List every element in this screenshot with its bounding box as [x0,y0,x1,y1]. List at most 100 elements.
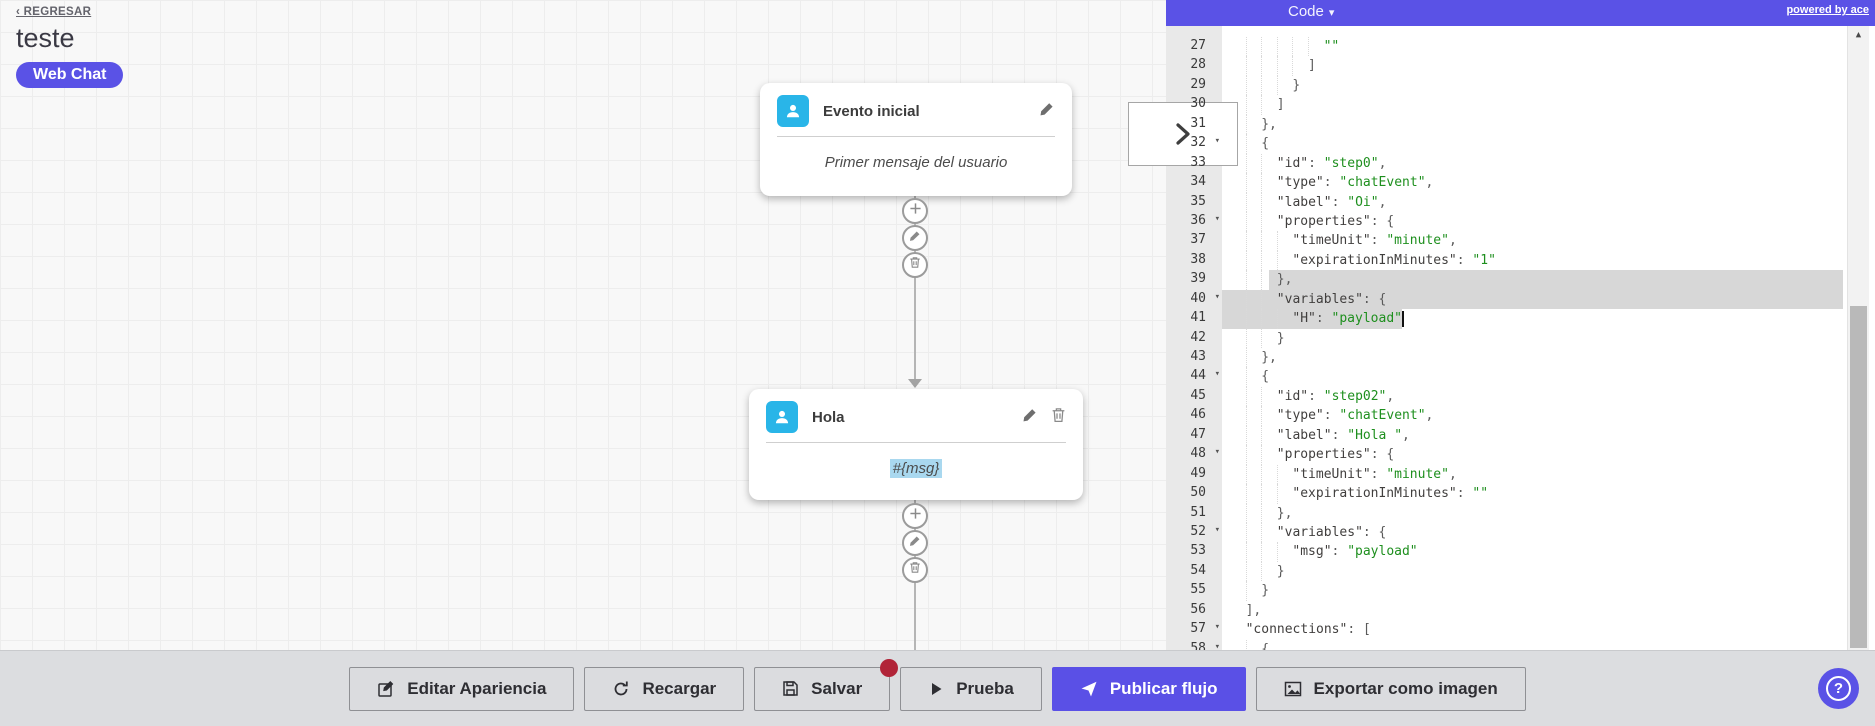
code-token-str: "payload" [1347,544,1418,560]
code-line: "timeUnit": "minute", [1222,464,1875,485]
fold-toggle-icon[interactable]: ▾ [1214,369,1220,380]
gutter-line-number: 53 [1190,543,1206,559]
indent-guide [1276,56,1278,76]
scroll-up-icon[interactable]: ▲ [1855,30,1862,40]
indent-guide [1245,406,1247,426]
code-line: "variables": { [1222,289,1875,310]
connector-actions [902,198,928,278]
indent-guide [1245,95,1247,115]
code-line: "connections": [ [1222,620,1875,639]
code-line: "id": "step0", [1222,153,1875,174]
scrollbar-thumb[interactable] [1850,306,1867,648]
code-token-key: "H" [1292,311,1316,327]
pencil-icon [909,229,921,247]
delete-node-icon[interactable] [1051,407,1066,428]
code-line: "label": "Hola ", [1222,425,1875,446]
edit-node-icon[interactable] [1022,407,1038,428]
flow-node-hola[interactable]: Hola #{msg} [749,389,1083,500]
editor-content[interactable]: ""]}]},{"id": "step0","type": "chatEvent… [1222,26,1875,650]
button-label: Salvar [811,678,863,698]
gutter-line-number: 28 [1190,57,1206,73]
indent-guide [1261,75,1263,96]
fold-toggle-icon[interactable]: ▾ [1214,524,1220,535]
delete-connection-button[interactable] [902,557,928,583]
user-icon [777,95,809,127]
text-cursor [1401,311,1404,327]
gutter-line-number: 38 [1190,251,1206,267]
gutter-line-number: 44▾ [1190,368,1220,384]
gutter-line-number: 57▾ [1190,621,1220,637]
indent-guide [1245,581,1247,601]
code-mode-dropdown[interactable]: Code▾ [1288,3,1335,20]
gutter-line-number: 48▾ [1190,446,1220,462]
delete-connection-button[interactable] [902,252,928,278]
fold-toggle-icon[interactable]: ▾ [1214,136,1220,147]
fold-toggle-icon[interactable]: ▾ [1214,291,1220,302]
play-icon [928,681,944,697]
gutter-line-number: 56 [1190,601,1206,617]
indent-guide [1245,464,1247,485]
gutter-line-number: 34 [1190,174,1206,190]
code-token-key: "label" [1276,194,1332,210]
gutter-line-number: 52▾ [1190,523,1220,539]
powered-by-ace-link[interactable]: powered by ace [1786,4,1869,16]
flow-canvas[interactable]: ‹ REGRESAR teste Web Chat Evento inicial… [0,0,1166,650]
gutter-line-number: 45 [1190,387,1206,403]
code-token-pun: : [1370,233,1387,249]
trash-icon [909,256,921,274]
fold-toggle-icon[interactable]: ▾ [1214,622,1220,633]
flow-node-evento-inicial[interactable]: Evento inicial Primer mensaje del usuari… [760,83,1072,196]
gutter-line-number: 46 [1190,407,1206,423]
back-link[interactable]: ‹ REGRESAR [16,6,92,18]
indent-guide [1245,348,1247,368]
indent-guide [1245,445,1247,465]
code-token-pun: } [1276,330,1285,346]
indent-guide [1245,56,1247,76]
plus-icon [909,507,922,525]
prueba-button[interactable]: Prueba [900,666,1042,711]
code-token-str: "chatEvent" [1339,408,1426,424]
add-step-button[interactable] [902,198,928,224]
code-token-pun: : [1370,466,1387,482]
recargar-button[interactable]: Recargar [584,666,745,711]
code-token-pun: : [1308,388,1324,404]
button-label: Editar Apariencia [407,678,547,698]
add-step-button[interactable] [902,503,928,529]
fold-toggle-icon[interactable]: ▾ [1214,641,1220,650]
fold-toggle-icon[interactable]: ▾ [1214,447,1220,458]
indent-guide [1276,75,1278,96]
gutter-line-number: 49 [1190,465,1206,481]
edit-node-icon[interactable] [1039,101,1055,122]
indent-guide [1276,464,1278,485]
trash-icon [909,561,921,579]
editar-apariencia-button[interactable]: Editar Apariencia [349,666,575,711]
fold-toggle-icon[interactable]: ▾ [1214,213,1220,224]
code-token-key: "timeUnit" [1292,466,1371,482]
chevron-right-icon [1176,123,1190,145]
help-button[interactable]: ? [1818,668,1859,709]
publicar-flujo-button[interactable]: Publicar flujo [1051,666,1246,711]
edit-connection-button[interactable] [902,530,928,556]
code-token-pun: : [1315,311,1332,327]
code-token-pun: , [1425,175,1434,191]
code-token-key: "variables" [1276,524,1363,540]
code-token-str: "1" [1472,252,1496,268]
code-token-pun: { [1261,641,1270,650]
code-token-pun: , [1448,233,1457,249]
code-token-pun: : [1456,486,1473,502]
gutter-line-number: 37 [1190,232,1206,248]
channel-badge: Web Chat [16,62,124,88]
salvar-button[interactable]: Salvar [754,658,899,711]
code-line: } [1222,328,1875,348]
panel-collapse-handle[interactable] [1128,102,1238,166]
exportar-como-imagen-button[interactable]: Exportar como imagen [1255,666,1526,711]
code-line: { [1222,639,1875,650]
selection-highlight [1269,270,1843,290]
indent-guide [1245,75,1247,96]
indent-guide [1261,484,1263,504]
code-line: "type": "chatEvent", [1222,173,1875,193]
code-token-str: "Oi" [1347,194,1379,210]
edit-connection-button[interactable] [902,225,928,251]
editor-scrollbar[interactable]: ▲ [1847,26,1869,650]
